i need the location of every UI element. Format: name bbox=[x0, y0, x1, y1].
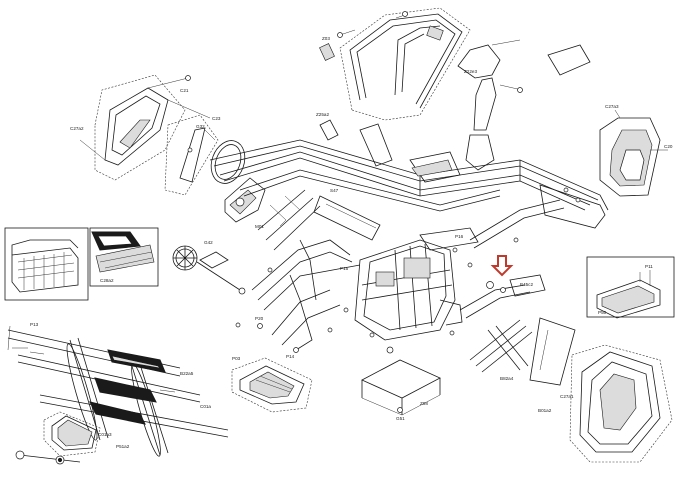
main-rail-set: Z25a2 bbox=[209, 112, 609, 229]
callout-p16b: P11 bbox=[645, 264, 653, 269]
callout-b01a2: B01a2 bbox=[538, 408, 552, 413]
hardware-fasteners bbox=[187, 147, 581, 338]
callout-p51a2: P51a2 bbox=[116, 444, 130, 449]
callout-z08: Z08 bbox=[420, 401, 428, 406]
callout-g32: G32 bbox=[196, 124, 205, 129]
down-arrow-icon bbox=[490, 255, 514, 277]
callout-p20: P20 bbox=[255, 316, 264, 321]
right-linkage-bars: B45c2 B82a4 bbox=[459, 199, 565, 381]
callout-b45c2: B45c2 bbox=[520, 282, 533, 287]
right-console-cover: C20 C27a3 bbox=[599, 104, 673, 197]
callout-z03: Z03 bbox=[322, 36, 330, 41]
callout-p14: P14 bbox=[286, 354, 295, 359]
callout-p50: P50 bbox=[598, 310, 607, 315]
callout-b22a5: B22a5 bbox=[180, 371, 194, 376]
motor-box: G51 Z08 bbox=[361, 359, 441, 421]
callout-c27a1: C27a1 bbox=[560, 394, 574, 399]
callout-c20: C20 bbox=[664, 144, 673, 149]
center-frame: P15 P16 bbox=[340, 227, 479, 354]
callout-m01: M01 bbox=[255, 224, 264, 229]
callout-c27a2: C27a2 bbox=[70, 126, 84, 131]
left-handle-shroud: C21 C27a2 C23 bbox=[70, 74, 221, 196]
callout-c01a: C01a bbox=[200, 404, 211, 409]
drive-pulley-assembly: G32 M01 bbox=[196, 124, 266, 229]
callout-p13: P13 bbox=[30, 322, 39, 327]
flywheel: G42 bbox=[172, 240, 246, 295]
callout-c27a3: C27a3 bbox=[605, 104, 619, 109]
callout-p16: P16 bbox=[455, 234, 464, 239]
callout-z22e3: Z22e3 bbox=[464, 69, 477, 74]
lower-track-assembly: P13 B22a5 C01a bbox=[7, 322, 229, 457]
left-linkage-bars: P20 P14 bbox=[251, 239, 361, 359]
callout-c21: C21 bbox=[180, 88, 189, 93]
callout-b82a4: B82a4 bbox=[500, 376, 514, 381]
top-handlebar-assembly: Z03 Z22e3 bbox=[319, 7, 591, 171]
callout-p03: P03 bbox=[232, 356, 241, 361]
callout-z73: S47 bbox=[330, 188, 339, 193]
inset-belt-detail: C28a2 bbox=[89, 227, 159, 287]
callout-c01a3: C01a3 bbox=[98, 432, 112, 437]
callout-g51: G51 bbox=[396, 416, 405, 421]
rear-cover-right: C27a1 B01a2 bbox=[529, 317, 673, 463]
bottom-step: C01a3 P51a2 bbox=[15, 411, 130, 465]
pedal-platform: P03 bbox=[231, 356, 313, 413]
callout-g42: G42 bbox=[204, 240, 213, 245]
callout-c28a2: C28a2 bbox=[100, 278, 114, 283]
track-bars-center: S47 bbox=[257, 188, 381, 251]
inset-basket bbox=[4, 227, 89, 301]
callout-c23: C23 bbox=[212, 116, 221, 121]
callout-p15: P15 bbox=[340, 266, 349, 271]
callout-z25a2: Z25a2 bbox=[316, 112, 329, 117]
inset-right-panel: P11 P50 bbox=[586, 256, 675, 319]
